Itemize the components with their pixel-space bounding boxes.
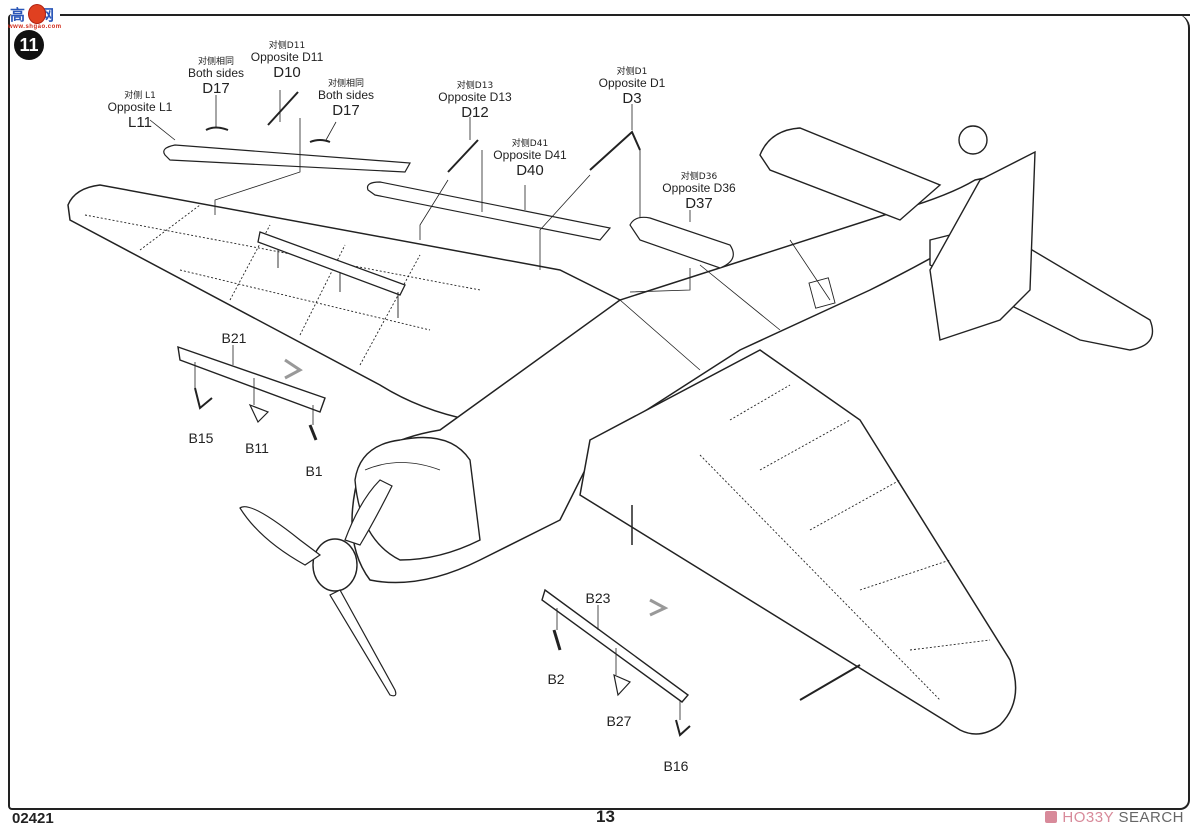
part-B27	[613, 673, 632, 697]
part-B21-rail	[177, 345, 326, 413]
step-number-badge: 11	[14, 30, 44, 60]
propeller-blade-side	[344, 479, 393, 546]
assembly-leader-lines	[149, 90, 691, 293]
pitot-tube	[799, 664, 861, 701]
right-wing	[579, 349, 1017, 735]
page-number: 13	[596, 807, 615, 826]
flap-part-D40	[366, 181, 612, 241]
rod-part-D12	[447, 139, 479, 173]
part-label-B11: B11	[245, 440, 269, 456]
part-B15	[194, 387, 213, 410]
left-stabilizer	[759, 127, 942, 221]
rod-part-D3	[589, 130, 641, 171]
callout-D12: 对侧D13 Opposite D13 D12	[438, 81, 512, 122]
part-label-B23: B23	[585, 590, 611, 606]
propeller-blade-bottom	[329, 589, 397, 697]
page-border-top	[60, 14, 1190, 16]
flap-part-L11	[163, 144, 411, 173]
part-B16	[675, 719, 691, 737]
hobby-search-logo: HO33Y SEARCH	[1045, 809, 1184, 826]
propeller-blade-top	[239, 506, 322, 566]
part-D17a	[205, 126, 229, 131]
left-wing-panel-rivets	[84, 204, 481, 366]
part-label-B27: B27	[606, 713, 632, 729]
part-label-B2: B2	[547, 671, 565, 687]
callout-D10: 对侧D11 Opposite D11 D10	[250, 41, 324, 82]
fuselage	[351, 174, 1006, 584]
hobby-search-icon	[1045, 811, 1058, 823]
part-label-B15: B15	[188, 430, 214, 446]
arrow-hatch-left	[284, 358, 303, 380]
part-label-B21: B21	[221, 330, 247, 346]
watermark-url: www.shgao.com	[8, 24, 62, 30]
vertical-fin	[929, 150, 1036, 341]
part-B2	[552, 629, 562, 651]
arrow-hatch-right	[649, 598, 669, 617]
propeller-spinner	[312, 538, 358, 592]
flap-part-D37	[629, 216, 734, 269]
watermark-logo: 高网 www.shgao.com	[2, 2, 72, 36]
engine-cowling	[354, 436, 481, 561]
callout-D3: 对侧D1 Opposite D1 D3	[598, 67, 666, 108]
callout-L11: 对侧 L1 Opposite L1 L11	[107, 91, 173, 132]
wing-rail-part	[257, 231, 406, 296]
kit-code: 02421	[12, 810, 54, 827]
rod-part-D10	[267, 91, 299, 126]
part-B23-rail	[541, 588, 690, 703]
page-border	[8, 14, 1190, 810]
part-D17b	[309, 139, 331, 143]
fuselage-hatch	[808, 277, 836, 309]
part-label-B1: B1	[305, 463, 323, 479]
part-B1	[308, 424, 318, 441]
part-label-B16: B16	[663, 758, 689, 774]
tail-wheel	[958, 125, 988, 155]
callout-D17-right: 对侧相同 Both sides D17	[317, 79, 375, 120]
callout-D37: 对侧D36 Opposite D36 D37	[662, 172, 736, 213]
callout-D17-left: 对侧相同 Both sides D17	[187, 57, 245, 98]
part-B11	[248, 403, 270, 424]
thumbs-up-icon	[28, 4, 46, 24]
callout-D40: 对侧D41 Opposite D41 D40	[493, 139, 567, 180]
